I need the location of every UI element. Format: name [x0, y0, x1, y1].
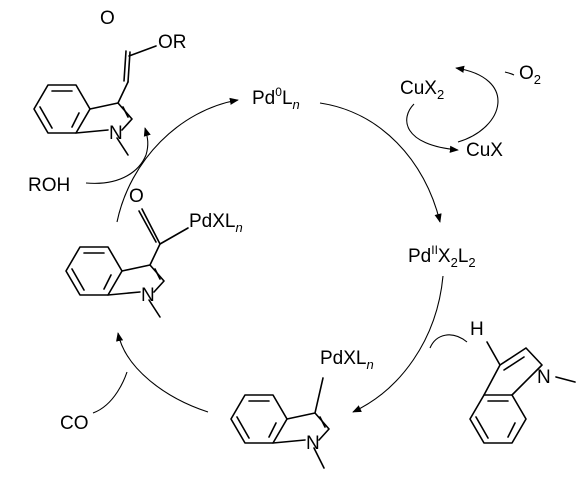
pd2-label: PdIIX2L2: [408, 243, 476, 270]
ester-or-group: OR: [158, 32, 187, 53]
substrate-h-atom: H: [470, 319, 484, 340]
acyl-o-atom: O: [129, 186, 144, 207]
arrow-co-in: [92, 371, 128, 414]
acyl-n-atom: N: [141, 285, 155, 306]
arrow-product-out: [143, 127, 151, 156]
acyl-pdxl-label: PdXLn: [189, 211, 243, 235]
arrow-pd2-to-aryl-pd: [352, 275, 444, 413]
cux-label: CuX: [466, 140, 503, 161]
acyl-pd-structure: O PdXLn N: [65, 186, 243, 318]
aryl-n-atom: N: [306, 433, 320, 454]
aryl-pd-structure: PdXLn N: [230, 348, 374, 469]
o2-label: O2: [519, 63, 541, 87]
arrow-cux-to-cux2: [455, 65, 499, 143]
indole-substrate-structure: H N: [469, 319, 576, 444]
arrow-aryl-pd-to-acyl-pd: [116, 332, 209, 413]
arrow-cux2-to-cux: [406, 103, 459, 153]
ester-product-structure: O OR N: [33, 8, 187, 156]
arrow-acyl-pd-to-pd0: [116, 97, 239, 223]
ester-carbonyl-o: O: [100, 8, 115, 29]
arrow-pd0-to-pd2: [319, 102, 442, 223]
ester-n-atom: N: [109, 123, 123, 144]
arrow-o2-in: [504, 71, 515, 76]
aryl-pdxl-label: PdXLn: [320, 348, 374, 372]
arrow-roh-in: [85, 154, 147, 184]
roh-label: ROH: [28, 175, 70, 196]
co-label: CO: [60, 413, 89, 434]
cux2-label: CuX2: [400, 78, 444, 102]
arrow-indole-in: [429, 334, 468, 349]
substrate-n-atom: N: [537, 367, 551, 388]
pd0-label: Pd0Ln: [252, 85, 300, 112]
